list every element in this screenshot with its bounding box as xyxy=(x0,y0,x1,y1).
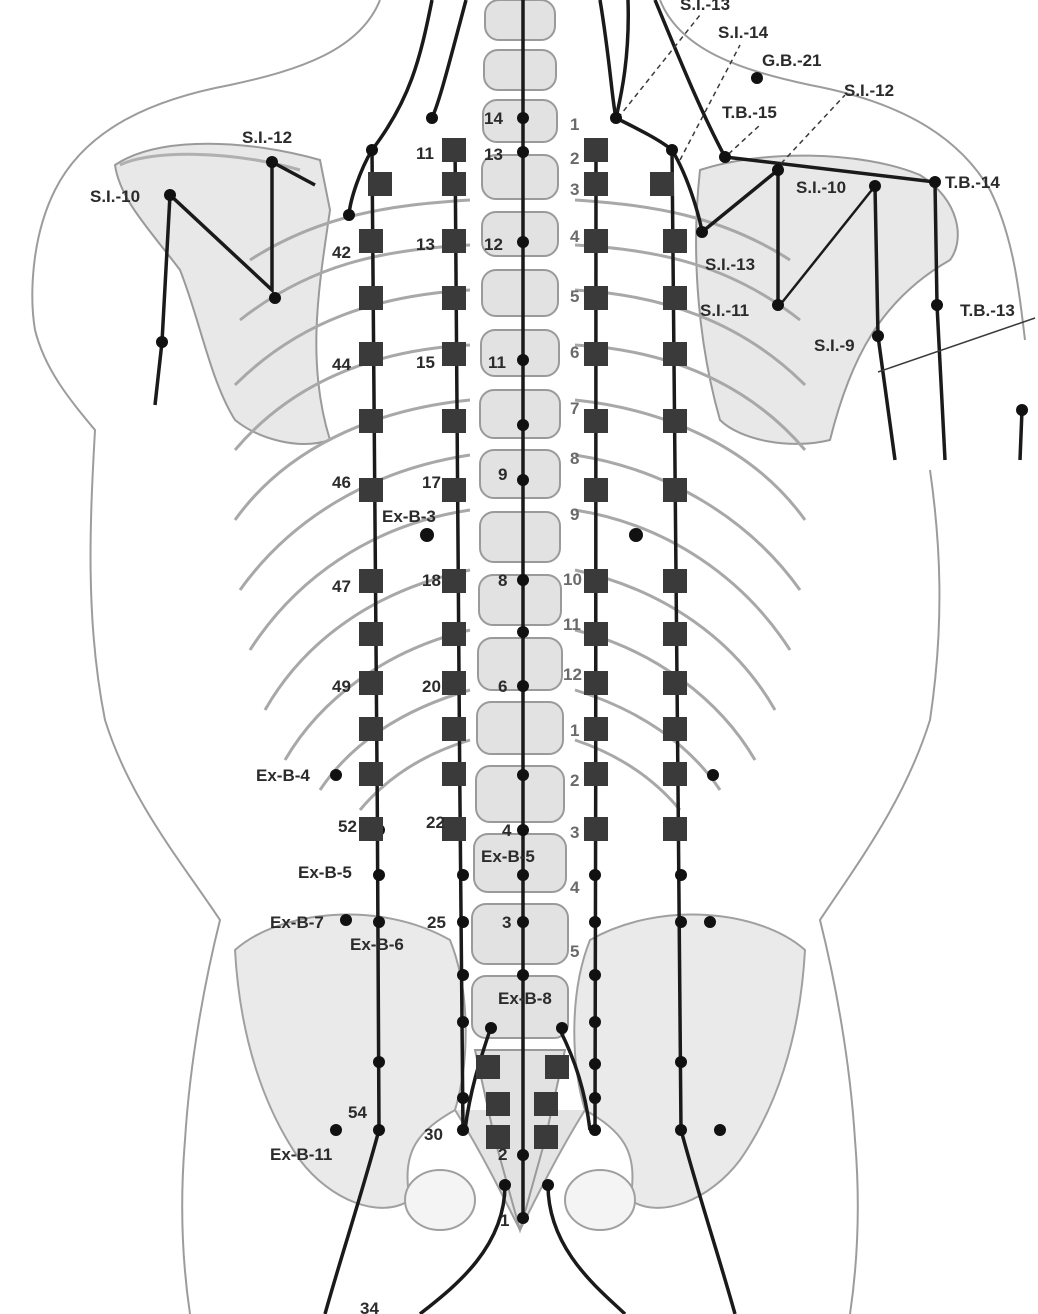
label-l2: 2 xyxy=(570,771,579,790)
label-bl-30: 30 xyxy=(424,1125,443,1144)
label-t7: 7 xyxy=(570,399,579,418)
label-exb-8: Ex-B-8 xyxy=(498,989,552,1008)
label-bl-22: 22 xyxy=(426,813,445,832)
label-gv-9: 9 xyxy=(498,465,507,484)
label-gb-21: G.B.-21 xyxy=(762,51,822,70)
label-si-9: S.I.-9 xyxy=(814,336,855,355)
label-gv-2: 2 xyxy=(498,1145,507,1164)
label-si-13-top: S.I.-13 xyxy=(680,0,730,14)
label-si-12-right: S.I.-12 xyxy=(844,81,894,100)
label-t1: 1 xyxy=(570,115,579,134)
label-exb-5-left: Ex-B-5 xyxy=(298,863,352,882)
label-si-13-right: S.I.-13 xyxy=(705,255,755,274)
right-scapula xyxy=(696,156,958,444)
pointer-line xyxy=(878,318,1035,372)
label-t9: 9 xyxy=(570,505,579,524)
label-exb-11: Ex-B-11 xyxy=(270,1145,332,1164)
label-l5: 5 xyxy=(570,942,579,961)
label-t12: 12 xyxy=(563,665,582,684)
label-bl-52: 52 xyxy=(338,817,357,836)
label-tb-15: T.B.-15 xyxy=(722,103,777,122)
label-gv-8: 8 xyxy=(498,571,507,590)
label-si-10-right: S.I.-10 xyxy=(796,178,846,197)
label-t4: 4 xyxy=(570,227,580,246)
label-t10: 10 xyxy=(563,570,582,589)
label-bl-44: 44 xyxy=(332,355,351,374)
label-bl-49: 49 xyxy=(332,677,351,696)
label-gv-6: 6 xyxy=(498,677,507,696)
label-gv-12: 12 xyxy=(484,235,503,254)
label-bl-54: 54 xyxy=(348,1103,367,1122)
label-t11: 11 xyxy=(563,615,581,634)
label-bl-20: 20 xyxy=(422,677,441,696)
label-gv-14: 14 xyxy=(484,109,503,128)
label-t6: 6 xyxy=(570,343,579,362)
label-partial-bottom: 34 xyxy=(360,1299,379,1314)
label-si-11: S.I.-11 xyxy=(700,301,749,320)
label-exb-6: Ex-B-6 xyxy=(350,935,404,954)
label-si-10-left: S.I.-10 xyxy=(90,187,140,206)
label-si-14: S.I.-14 xyxy=(718,23,769,42)
label-bl-15: 15 xyxy=(416,353,435,372)
label-si-12-left: S.I.-12 xyxy=(242,128,292,147)
label-bl-11: 11 xyxy=(416,144,434,163)
label-bl-17: 17 xyxy=(422,473,441,492)
label-tb-13: T.B.-13 xyxy=(960,301,1015,320)
label-l4: 4 xyxy=(570,878,580,897)
label-gv-1: 1 xyxy=(500,1211,509,1230)
label-bl-25: 25 xyxy=(427,913,446,932)
label-bl-46: 46 xyxy=(332,473,351,492)
label-l1: 1 xyxy=(570,721,579,740)
label-gv-4: 4 xyxy=(502,821,512,840)
label-gv-11: 11 xyxy=(488,353,506,372)
label-bl-42: 42 xyxy=(332,243,351,262)
label-bl-13: 13 xyxy=(416,235,435,254)
label-l3: 3 xyxy=(570,823,579,842)
label-t8: 8 xyxy=(570,449,579,468)
label-exb-5-center: Ex-B-5 xyxy=(481,847,535,866)
label-t3: 3 xyxy=(570,180,579,199)
label-bl-47: 47 xyxy=(332,577,351,596)
left-scapula xyxy=(115,144,330,444)
label-exb-4: Ex-B-4 xyxy=(256,766,310,785)
label-t5: 5 xyxy=(570,287,579,306)
label-gv-3: 3 xyxy=(502,913,511,932)
label-t2: 2 xyxy=(570,149,579,168)
label-tb-14: T.B.-14 xyxy=(945,173,1000,192)
label-exb-3: Ex-B-3 xyxy=(382,507,436,526)
label-bl-18: 18 xyxy=(422,571,441,590)
label-gv-13: 13 xyxy=(484,145,503,164)
label-exb-7: Ex-B-7 xyxy=(270,913,324,932)
